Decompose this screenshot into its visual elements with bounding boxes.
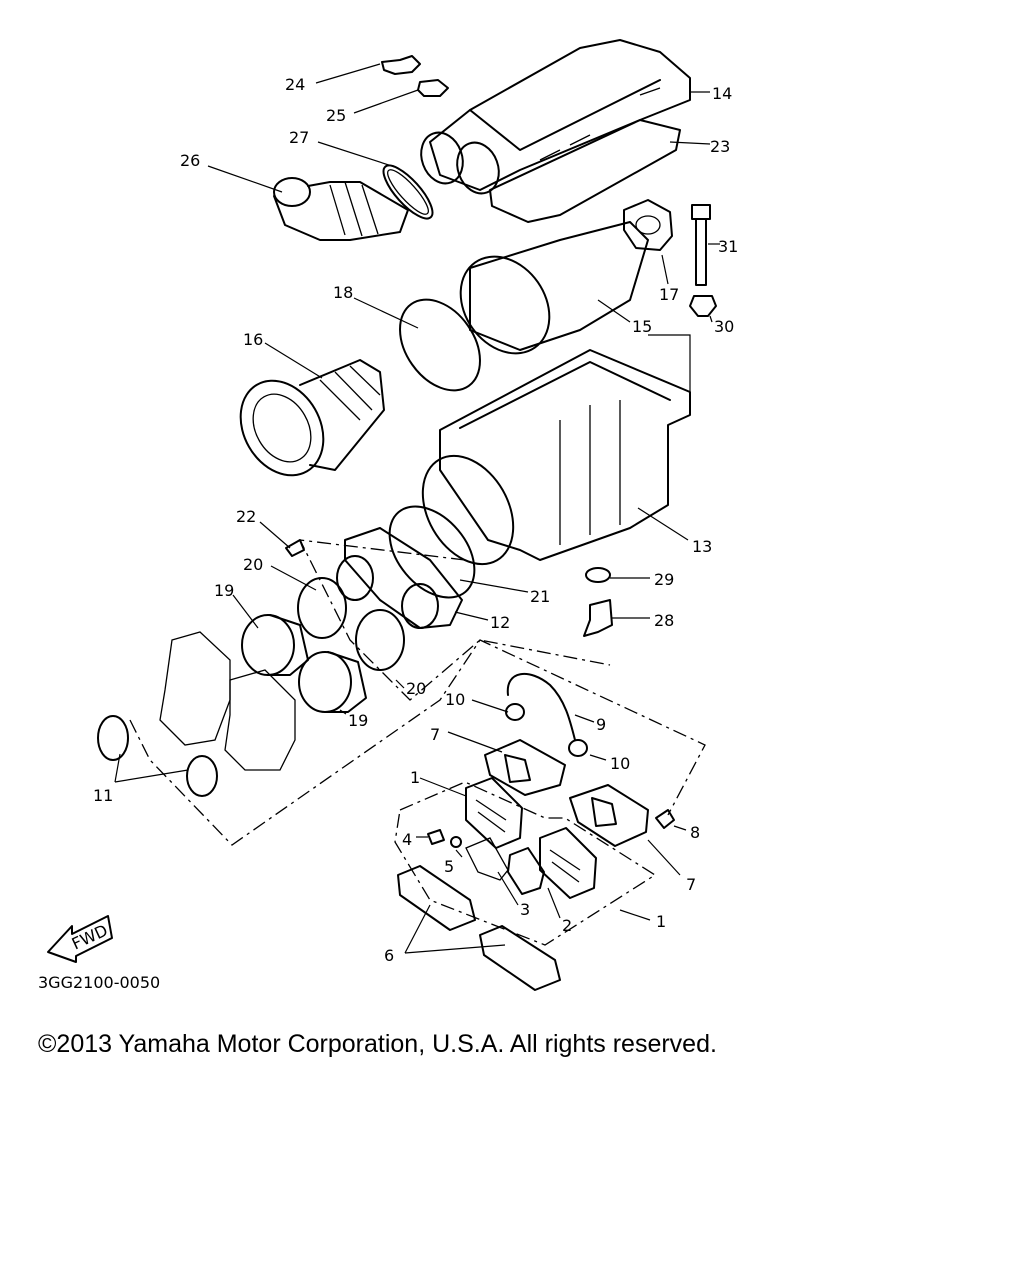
part-25-clip xyxy=(417,79,449,97)
callout-30: 30 xyxy=(714,317,734,336)
part-11-clamp-lower xyxy=(186,755,218,797)
callout-14: 14 xyxy=(712,84,732,103)
part-15-air-filter xyxy=(459,221,649,355)
fwd-arrow: FWD xyxy=(47,915,113,963)
copyright-notice: ©2013 Yamaha Motor Corporation, U.S.A. A… xyxy=(38,1030,717,1058)
callout-7-upper: 7 xyxy=(430,725,440,744)
part-30-grommet xyxy=(689,295,717,317)
drawing-code: 3GG2100-0050 xyxy=(38,973,160,992)
callout-20-lower: 20 xyxy=(406,679,426,698)
callout-17: 17 xyxy=(659,285,679,304)
part-6-gasket-lower xyxy=(479,925,561,991)
callout-15: 15 xyxy=(632,317,652,336)
part-29-clip xyxy=(585,567,611,583)
group-line-carb-kit xyxy=(129,639,706,846)
part-22-screw xyxy=(285,539,305,557)
callout-16: 16 xyxy=(243,330,263,349)
part-28-drain xyxy=(583,599,613,637)
part-26-intake-duct xyxy=(273,177,409,241)
leader-lines xyxy=(114,63,720,954)
part-13-air-box xyxy=(421,349,691,566)
part-16-filter-guide xyxy=(239,359,385,477)
callout-9: 9 xyxy=(596,715,606,734)
callout-8: 8 xyxy=(690,823,700,842)
part-20-clamp-upper xyxy=(297,577,347,639)
part-8-bolt xyxy=(655,809,675,829)
callout-labels: 24 25 27 26 14 23 31 17 30 18 15 16 13 2… xyxy=(93,75,738,965)
part-27-clamp xyxy=(382,164,434,220)
callout-1-upper: 1 xyxy=(410,768,420,787)
group-line-reed-kit xyxy=(394,781,657,946)
part-11-clamp-upper xyxy=(97,715,129,761)
callout-13: 13 xyxy=(692,537,712,556)
part-23-gasket xyxy=(489,119,681,223)
callout-12: 12 xyxy=(490,613,510,632)
part-19-carburetor-joint-lower xyxy=(298,651,367,713)
part-24-clip xyxy=(381,55,421,75)
callout-23: 23 xyxy=(710,137,730,156)
callout-18: 18 xyxy=(333,283,353,302)
part-2-stopper xyxy=(465,837,509,881)
part-21-o-ring xyxy=(388,505,476,599)
part-19-carburetor-joint-upper xyxy=(241,614,309,676)
callout-19-upper: 19 xyxy=(214,581,234,600)
part-7-valve-cover-right xyxy=(569,784,649,847)
part-1-reed-valve-right xyxy=(539,827,597,899)
callout-10-left: 10 xyxy=(445,690,465,709)
callout-24: 24 xyxy=(285,75,305,94)
part-31-bolt xyxy=(691,204,711,286)
part-10-clip-right xyxy=(568,739,588,757)
callout-3: 3 xyxy=(520,900,530,919)
callout-26: 26 xyxy=(180,151,200,170)
callout-5: 5 xyxy=(444,857,454,876)
part-9-hose xyxy=(506,672,576,741)
part-14-air-box-cover xyxy=(420,39,691,195)
callout-20-upper: 20 xyxy=(243,555,263,574)
part-3-reed-plate xyxy=(507,847,545,895)
part-6-gasket-upper xyxy=(397,865,476,931)
callout-6: 6 xyxy=(384,946,394,965)
callout-10-right: 10 xyxy=(610,754,630,773)
callout-27: 27 xyxy=(289,128,309,147)
callout-28: 28 xyxy=(654,611,674,630)
callout-4: 4 xyxy=(402,830,412,849)
parts-diagram: FWD 3GG2100-0050 24 25 27 26 14 23 31 17… xyxy=(38,39,738,992)
callout-29: 29 xyxy=(654,570,674,589)
callout-19-lower: 19 xyxy=(348,711,368,730)
part-18-band xyxy=(399,298,481,392)
part-20-clamp-lower xyxy=(355,609,405,671)
carburetors-outline xyxy=(159,631,296,771)
part-7-valve-cover-left xyxy=(484,739,566,796)
part-12-joint xyxy=(336,527,463,629)
callout-11: 11 xyxy=(93,786,113,805)
group-line-upper-kit xyxy=(298,539,611,701)
part-4-screw xyxy=(427,829,445,845)
callout-31: 31 xyxy=(718,237,738,256)
part-10-clip-left xyxy=(505,703,525,721)
callout-25: 25 xyxy=(326,106,346,125)
callout-21: 21 xyxy=(530,587,550,606)
callout-7-lower: 7 xyxy=(686,875,696,894)
part-17-cap xyxy=(623,199,673,251)
callout-22: 22 xyxy=(236,507,256,526)
part-1-reed-valve-left xyxy=(465,777,523,849)
part-5-washer xyxy=(450,836,462,848)
callout-2: 2 xyxy=(562,916,572,935)
callout-1-lower: 1 xyxy=(656,912,666,931)
